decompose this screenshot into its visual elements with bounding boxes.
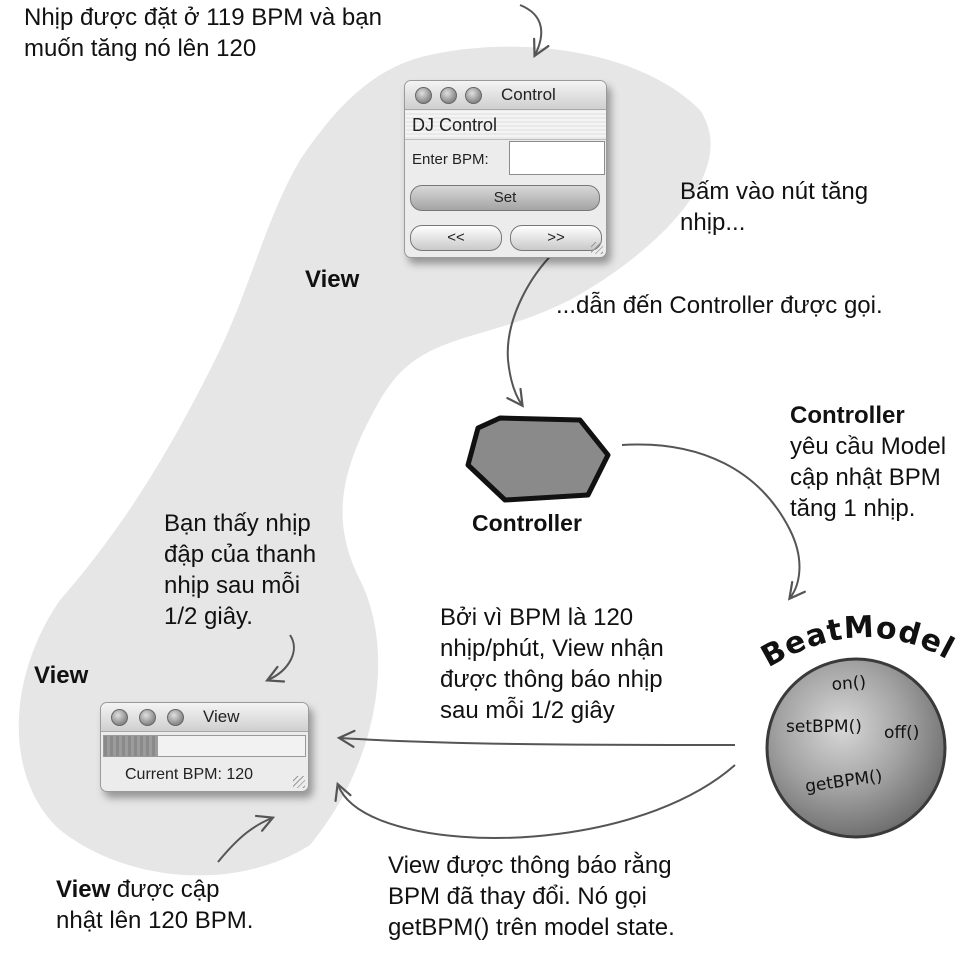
set-button[interactable]: Set [410,185,600,211]
zoom-icon[interactable] [465,87,482,104]
arrow-see-beat [264,634,295,683]
beat-model-ball [765,657,947,839]
dj-control-heading: DJ Control [405,111,606,140]
minimize-icon[interactable] [440,87,457,104]
view-window-titlebar[interactable]: View [101,703,308,732]
note-view-updated: View được cập nhật lên 120 BPM. [56,876,254,934]
method-setbpm: setBPM() [786,717,862,737]
close-icon[interactable] [111,709,128,726]
arrow-top-to-dj-window [519,4,550,58]
arrow-controller-to-model [621,443,806,601]
enter-bpm-input[interactable] [509,141,605,175]
view-window: View Current BPM: 120 [100,702,309,792]
zoom-icon[interactable] [167,709,184,726]
note-press-button: Bấm vào nút tăng nhịp... [680,178,869,236]
resize-grip-icon[interactable] [293,776,305,788]
close-icon[interactable] [415,87,432,104]
controller-hexagon [465,415,611,503]
dj-window-title: Control [501,85,556,104]
arrow-bpm-change-to-view [334,764,736,839]
arrow-button-to-controller [506,239,569,408]
note-controller-asks: Controller yêu cầu Model cập nhật BPM tă… [790,402,947,522]
arrow-view-updated [217,814,276,863]
label-view-top: View [305,266,360,293]
note-because-bpm: Bởi vì BPM là 120 nhịp/phút, View nhận đ… [440,604,664,724]
enter-bpm-label: Enter BPM: [412,151,489,168]
note-top-left: Nhịp được đặt ở 119 BPM và bạn muốn tăng… [24,4,382,62]
beat-bar-fill [104,736,159,756]
dj-control-window: Control DJ Control Enter BPM: Set << >> [404,80,607,258]
label-view-bottom: View [34,662,89,689]
decrease-bpm-button[interactable]: << [410,225,502,251]
note-controller-called: ...dẫn đến Controller được gọi. [556,292,883,319]
current-bpm-label: Current BPM: 120 [125,766,254,783]
increase-bpm-button[interactable]: >> [510,225,602,251]
note-view-notified: View được thông báo rằng BPM đã thay đổi… [388,852,675,941]
resize-grip-icon[interactable] [591,242,603,254]
minimize-icon[interactable] [139,709,156,726]
note-see-beat: Bạn thấy nhịp đập của thanh nhịp sau mỗi… [164,510,317,630]
method-on: on() [831,673,867,695]
view-window-title: View [203,707,240,726]
arrow-beat-to-view [336,729,736,748]
label-controller: Controller [472,510,582,536]
beat-bar [103,735,306,757]
method-off: off() [884,723,919,743]
dj-window-titlebar[interactable]: Control [405,81,606,110]
